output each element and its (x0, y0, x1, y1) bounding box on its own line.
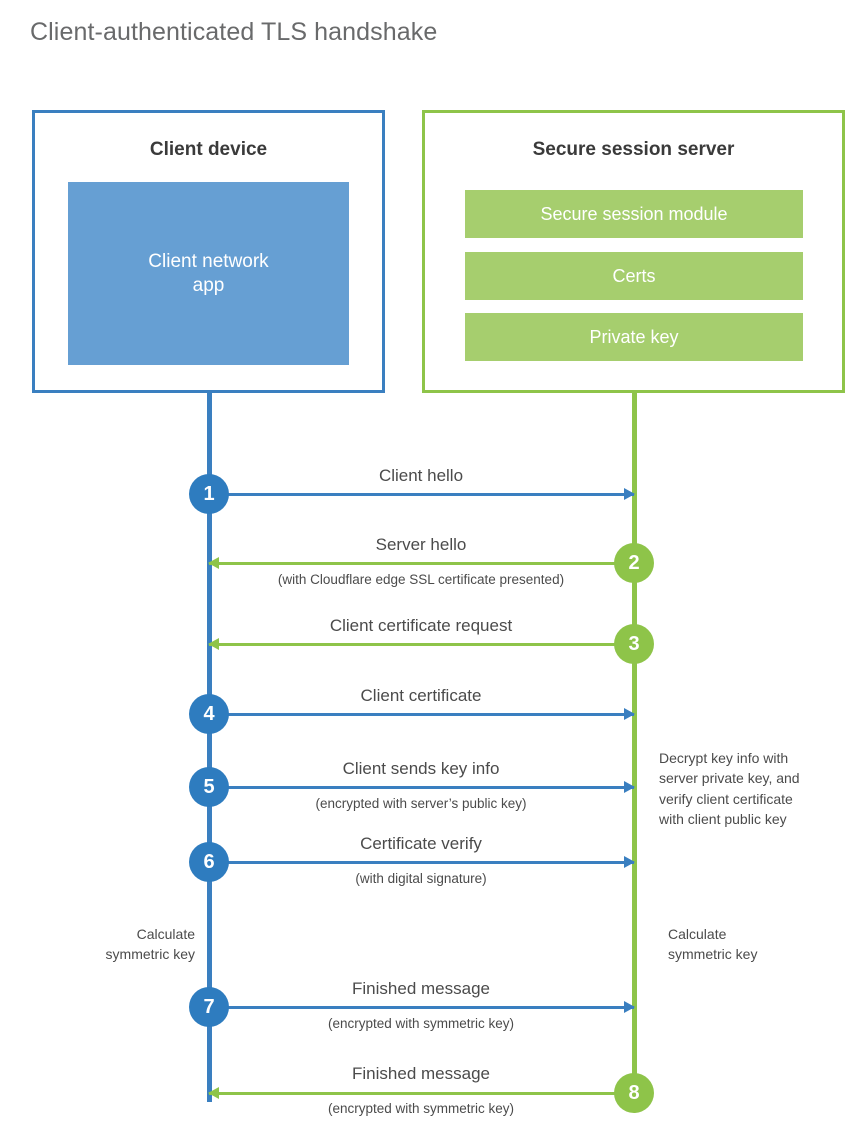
arrow-shaft (209, 785, 634, 789)
message-sublabel-step-2: (with Cloudflare edge SSL certificate pr… (277, 572, 565, 587)
arrowhead-left-icon (208, 1086, 219, 1099)
step-badge-6: 6 (189, 842, 229, 882)
server-decrypt-note-line-2: server private key, and (659, 770, 800, 787)
message-label-step-3: Client certificate request (329, 616, 513, 635)
step-badge-7: 7 (189, 987, 229, 1027)
server-calc-note-line-2: symmetric key (668, 946, 758, 963)
client-calc-note-line-1: Calculate (136, 926, 195, 942)
arrow-shaft (209, 1091, 634, 1095)
message-label-step-4: Client certificate (360, 686, 482, 705)
arrowhead-right-icon (624, 707, 635, 720)
client-calc-note-line-2: symmetric key (105, 946, 195, 963)
client-device-box: Client device Client network app (32, 110, 385, 393)
arrow-shaft (209, 1005, 634, 1009)
message-sublabel-step-5: (encrypted with server’s public key) (315, 796, 527, 811)
server-module-certs: Certs (465, 252, 803, 300)
message-sublabel-step-6: (with digital signature) (355, 871, 487, 886)
message-label-step-6: Certificate verify (360, 834, 482, 853)
arrowhead-right-icon (624, 780, 635, 793)
server-decrypt-note-line-1: Decrypt key info with (659, 750, 789, 766)
message-label-step-1: Client hello (378, 466, 464, 485)
server-decrypt-note: Decrypt key info with server private key… (659, 748, 844, 829)
step-badge-2: 2 (614, 543, 654, 583)
message-label-step-8: Finished message (352, 1064, 490, 1083)
client-network-app-label: Client network app (148, 250, 268, 296)
arrowhead-right-icon (624, 855, 635, 868)
client-network-app-block: Client network app (68, 182, 349, 365)
arrow-shaft (209, 492, 634, 496)
message-label-step-5: Client sends key info (342, 759, 500, 778)
arrowhead-right-icon (624, 487, 635, 500)
server-calculate-symmetric-key-note: Calculate symmetric key (668, 924, 843, 965)
server-decrypt-note-line-4: with client public key (659, 810, 787, 827)
arrow-shaft (209, 712, 634, 716)
client-lifeline (207, 390, 212, 1102)
arrow-shaft (209, 642, 634, 646)
server-calc-note-line-1: Calculate (668, 926, 727, 942)
message-sublabel-step-7: (encrypted with symmetric key) (327, 1016, 515, 1031)
message-label-step-2: Server hello (375, 535, 467, 554)
secure-session-server-box: Secure session server Secure session mod… (422, 110, 845, 393)
server-lifeline (632, 390, 637, 1095)
step-badge-1: 1 (189, 474, 229, 514)
secure-session-server-title: Secure session server (532, 139, 735, 160)
arrow-shaft (209, 860, 634, 864)
step-badge-5: 5 (189, 767, 229, 807)
step-badge-8: 8 (614, 1073, 654, 1113)
message-sublabel-step-8: (encrypted with symmetric key) (327, 1101, 515, 1116)
page-title: Client-authenticated TLS handshake (30, 18, 438, 46)
client-device-title: Client device (149, 139, 268, 160)
arrow-shaft (209, 561, 634, 565)
server-decrypt-note-line-3: verify client certificate (659, 790, 793, 807)
arrowhead-right-icon (624, 1000, 635, 1013)
arrowhead-left-icon (208, 556, 219, 569)
server-module-private-key: Private key (465, 313, 803, 361)
server-module-secure-session-module: Secure session module (465, 190, 803, 238)
client-calculate-symmetric-key-note: Calculate symmetric key (20, 924, 195, 965)
arrowhead-left-icon (208, 637, 219, 650)
step-badge-3: 3 (614, 624, 654, 664)
client-app-label-line1: Client network (148, 251, 269, 273)
client-app-label-line2: app (192, 274, 225, 296)
message-label-step-7: Finished message (352, 979, 490, 998)
step-badge-4: 4 (189, 694, 229, 734)
